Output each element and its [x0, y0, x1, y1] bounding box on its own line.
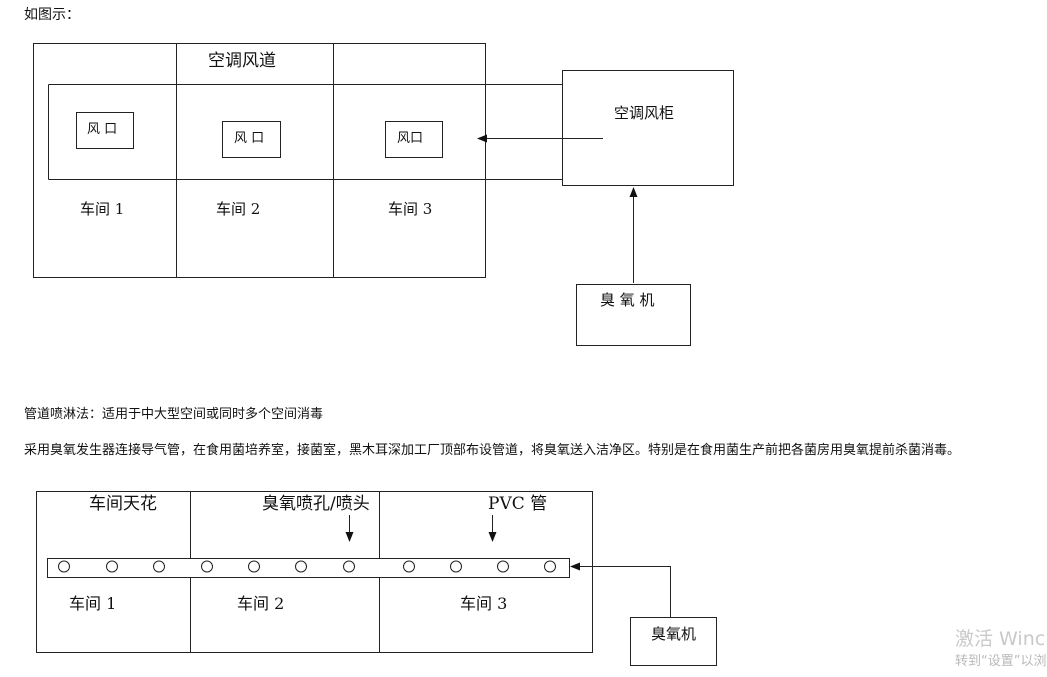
duct-diagram	[33, 43, 734, 346]
vent-2-label: 风 口	[234, 131, 265, 146]
workshop-2-label: 车间 2	[216, 200, 261, 218]
pvc-pipe-label: PVC 管	[488, 494, 548, 514]
air-duct-label: 空调风道	[208, 51, 276, 71]
workshop-3-label: 车间 3	[388, 200, 433, 218]
spray-hole	[248, 560, 260, 573]
workshop2-1-label: 车间 1	[69, 594, 117, 613]
activation-watermark-subtitle: 转到“设置”以浏	[955, 654, 1047, 669]
ozone-supply-arrow	[570, 562, 671, 617]
spray-hole	[403, 560, 415, 573]
intro-text: 如图示：	[24, 7, 80, 23]
section-heading: 管道喷淋法：适用于中大型空间或同时多个空间消毒	[24, 407, 324, 422]
ozone-generator-label: 臭 氧 机	[600, 291, 655, 309]
workshop-1-label: 车间 1	[80, 200, 125, 218]
ac-cabinet-label: 空调风柜	[614, 104, 675, 122]
ceiling-label: 车间天花	[89, 494, 157, 514]
ozone-generator-box	[576, 284, 691, 346]
spray-hole	[201, 560, 213, 573]
building-outline-2	[36, 491, 593, 653]
activation-watermark-title: 激活 Winc	[955, 628, 1046, 650]
ac-cabinet-box	[562, 70, 734, 186]
spray-hole	[450, 560, 462, 573]
vent-1-box	[76, 112, 134, 149]
nozzle-label: 臭氧喷孔/喷头	[262, 494, 370, 514]
vent-2-box	[222, 121, 281, 158]
spray-hole	[106, 560, 118, 573]
ozone-machine-label: 臭氧机	[651, 625, 697, 643]
section-body: 采用臭氧发生器连接导气管，在食用菌培养室，接菌室，黑木耳深加工厂顶部布设管道，将…	[24, 443, 961, 458]
spray-hole	[343, 560, 355, 573]
spray-hole	[153, 560, 165, 573]
vent-3-label: 风口	[397, 131, 424, 146]
workshop2-2-label: 车间 2	[237, 594, 285, 613]
pvc-pipe	[47, 558, 570, 578]
vent-3-box	[385, 121, 443, 158]
vent-1-label: 风 口	[87, 122, 118, 137]
spray-hole	[295, 560, 307, 573]
spray-hole	[58, 560, 70, 573]
workshop2-3-label: 车间 3	[460, 594, 508, 613]
building-outline	[33, 43, 486, 278]
spray-hole	[497, 560, 509, 573]
spray-hole	[544, 560, 556, 573]
